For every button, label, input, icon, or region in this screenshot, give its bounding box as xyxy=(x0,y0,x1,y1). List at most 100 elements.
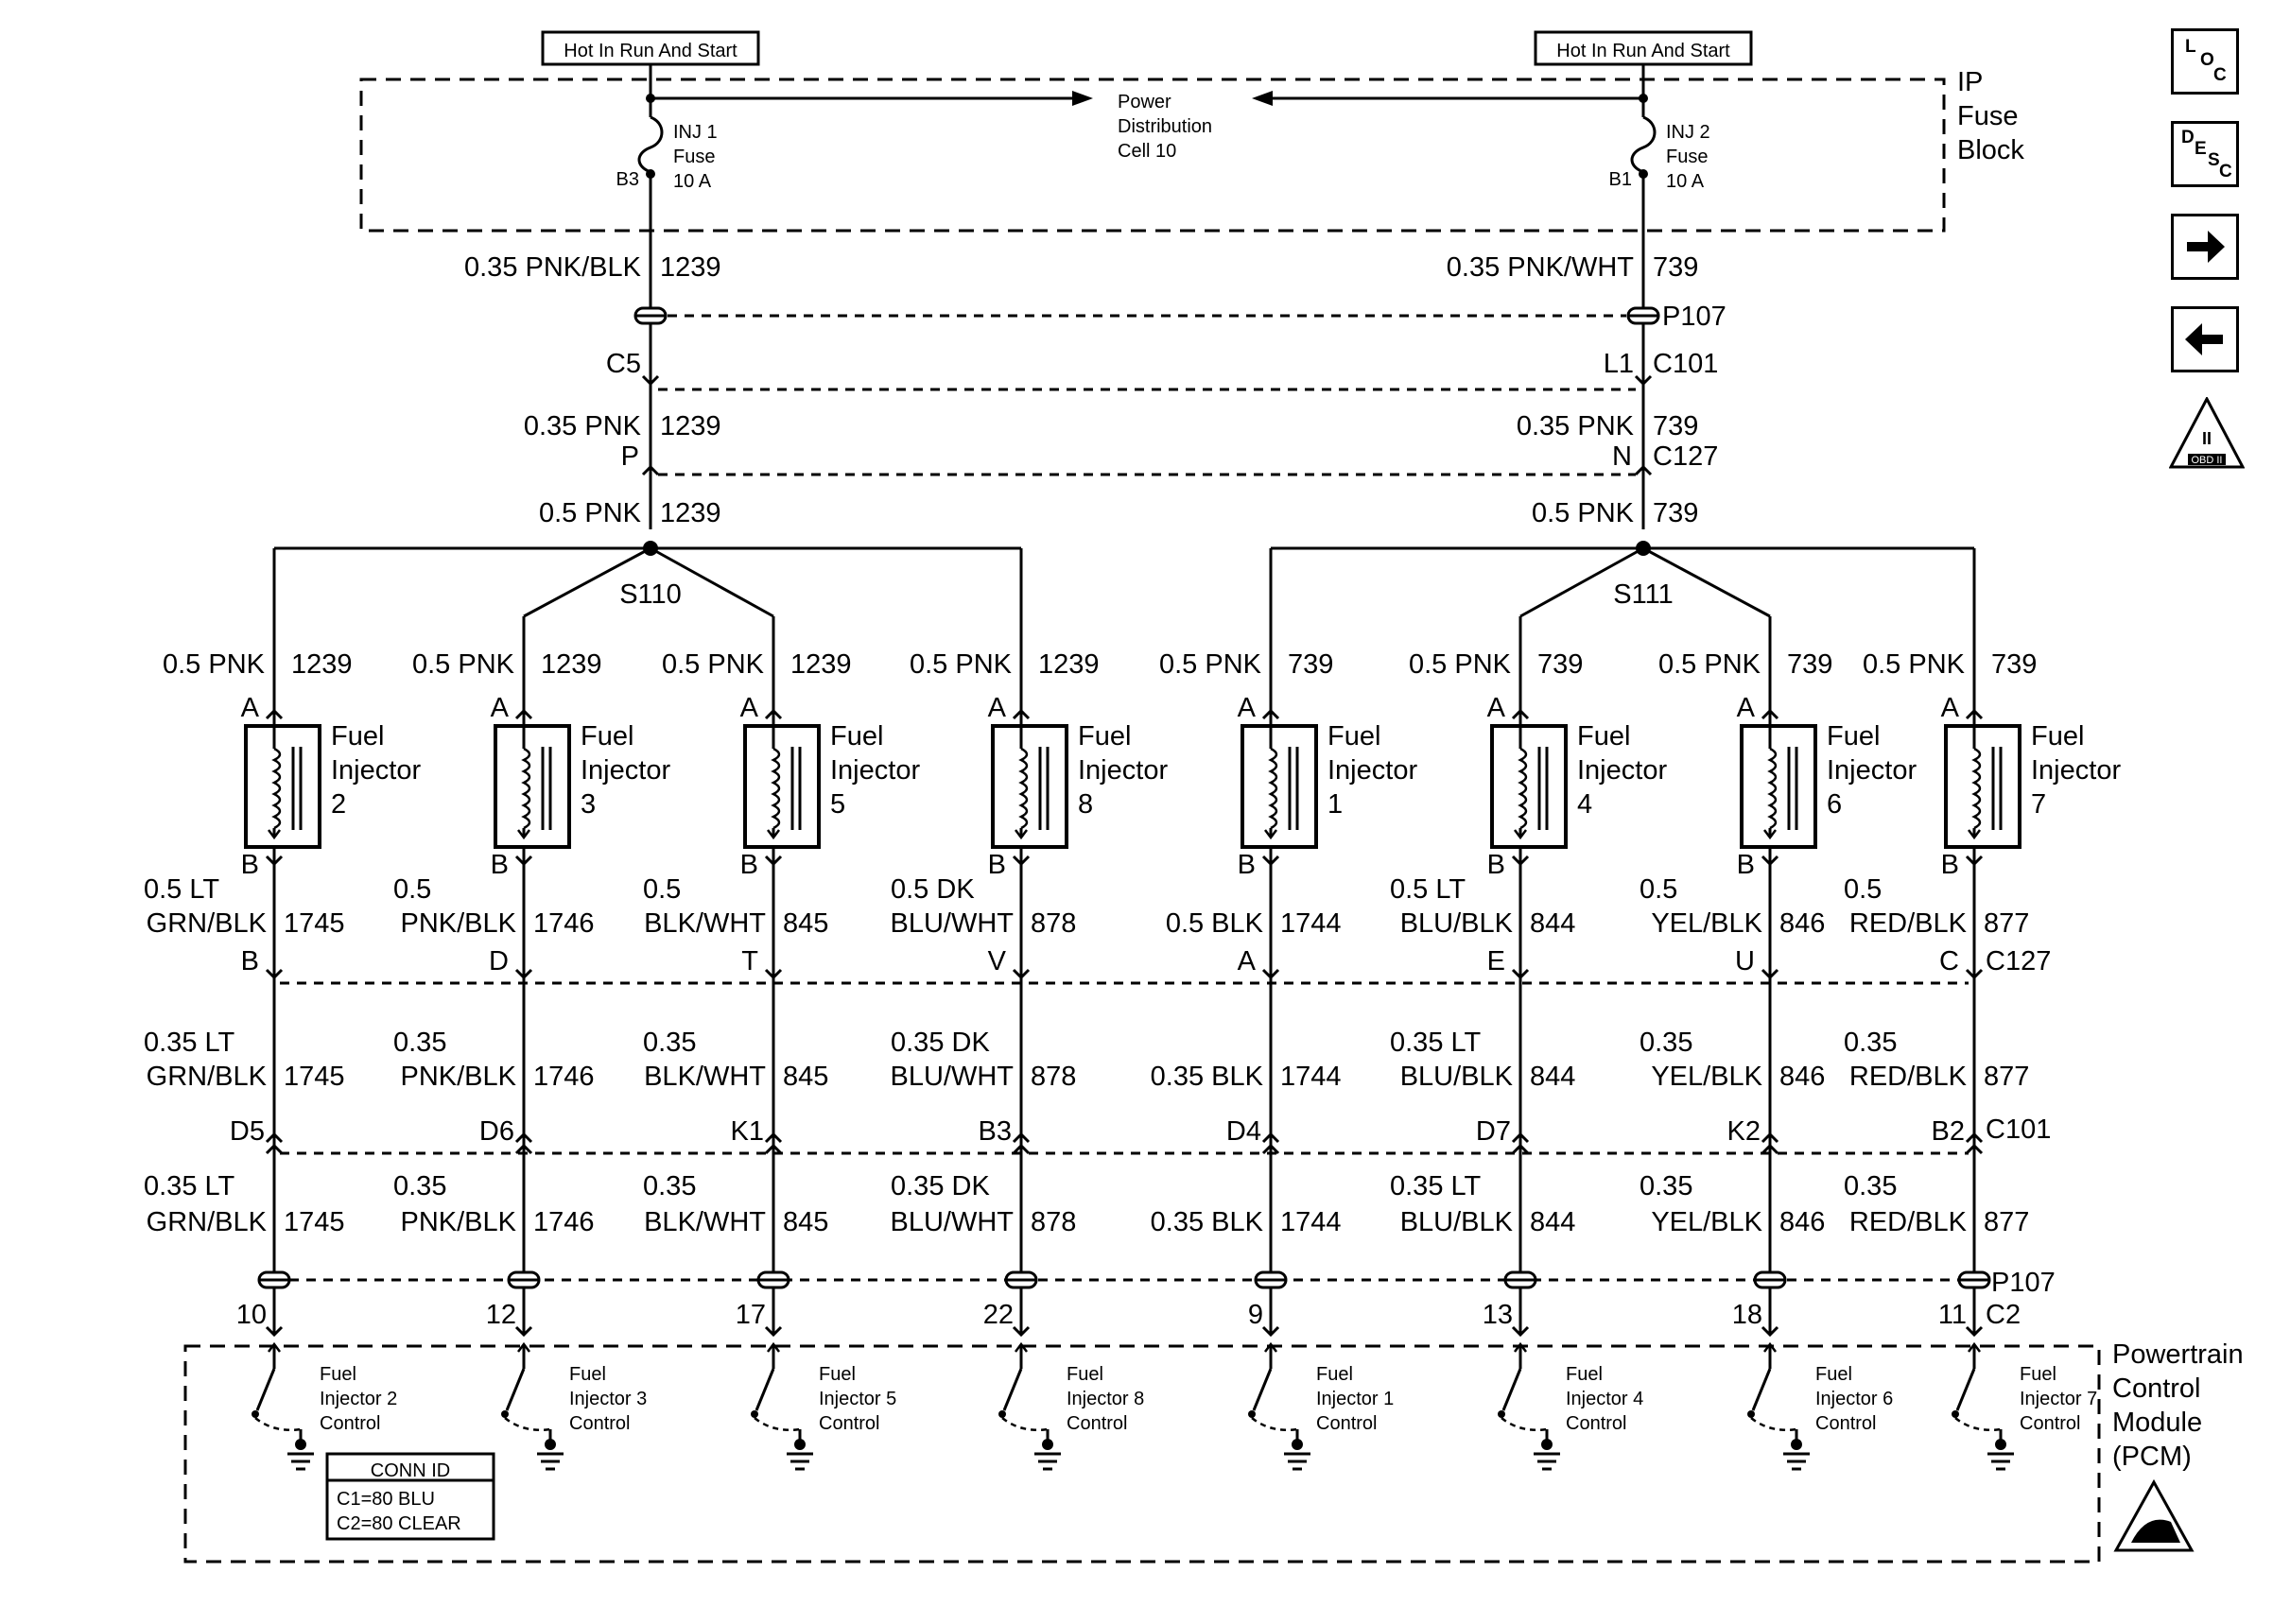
injector-pin-b: B xyxy=(1941,850,1959,880)
injector-pin-a: A xyxy=(1941,693,1960,723)
switch-blade xyxy=(505,1368,526,1411)
injector-control-label: Control xyxy=(2020,1413,2080,1434)
c127-pin: A xyxy=(1238,946,1257,976)
inj1-fuse-label: INJ 1 xyxy=(673,122,718,143)
injector-pin-a: A xyxy=(491,693,510,723)
wire3-color: BLU/BLK xyxy=(1400,1207,1514,1237)
injector-feed-circuit: 739 xyxy=(1787,649,1832,680)
solenoid-coil-icon xyxy=(1018,747,1029,830)
ip-fuse-block-outline xyxy=(359,78,1946,233)
fuel-injector-label: 2 xyxy=(331,789,346,820)
wire1-gauge: 0.5 LT xyxy=(1390,874,1466,905)
fuel-injector-label: Injector xyxy=(1577,755,1667,786)
splice-branch xyxy=(523,546,651,618)
wire2-circuit: 845 xyxy=(783,1062,828,1092)
fuel-injector-label: Fuel xyxy=(1577,721,1630,752)
injector-control-label: Fuel xyxy=(1815,1364,1852,1385)
feed-left-wire3: 0.5 PNK xyxy=(539,498,642,528)
description-button[interactable]: D E S C xyxy=(2171,121,2239,187)
wire1-circuit: 1746 xyxy=(533,908,595,939)
wire3-circuit: 846 xyxy=(1779,1207,1825,1237)
next-page-button[interactable] xyxy=(2171,214,2239,280)
c101-connector-right xyxy=(1634,374,1653,387)
fuse-pin-b1: B1 xyxy=(1609,169,1632,190)
injector-control-label: Fuel xyxy=(2020,1364,2056,1385)
wire2-gauge: 0.35 xyxy=(393,1028,446,1058)
c127-pin: T xyxy=(741,946,758,976)
switch-blade xyxy=(755,1368,775,1411)
fuel-injector-body xyxy=(991,724,1068,849)
wire3-circuit: 877 xyxy=(1984,1207,2029,1237)
wire2-gauge: 0.35 xyxy=(1640,1028,1692,1058)
pcm-pin: 18 xyxy=(1732,1300,1762,1330)
injector-feed-wire: 0.5 PNK xyxy=(910,649,1013,680)
splice-s110-label: S110 xyxy=(619,579,682,610)
ip-fuse-block-label: IP xyxy=(1957,67,1983,97)
solenoid-coil-icon xyxy=(1518,747,1528,830)
injector-control-label: Injector 5 xyxy=(819,1389,896,1409)
desc-letter-s: S xyxy=(2208,150,2220,170)
obd-ii-button[interactable]: II OBD II xyxy=(2168,395,2246,469)
wire3-gauge: 0.35 xyxy=(393,1171,446,1201)
feed-right-wire3: 0.5 PNK xyxy=(1532,498,1635,528)
wire3-color: BLK/WHT xyxy=(644,1207,766,1237)
c101-pin: D5 xyxy=(230,1116,265,1147)
wire3-gauge: 0.35 DK xyxy=(891,1171,990,1201)
fuel-injector-label: Injector xyxy=(1078,755,1168,786)
c127-pin: B xyxy=(241,946,259,976)
injector-feed-circuit: 739 xyxy=(1991,649,2037,680)
injector-feed-wire: 0.5 PNK xyxy=(1159,649,1262,680)
splice-branch xyxy=(650,546,774,618)
wire3-color: GRN/BLK xyxy=(147,1207,268,1237)
injector-control-label: Injector 1 xyxy=(1316,1389,1394,1409)
previous-page-button[interactable] xyxy=(2171,306,2239,372)
feed-left-wire1: 0.35 PNK/BLK xyxy=(464,252,642,283)
wire2-gauge: 0.35 LT xyxy=(144,1028,234,1058)
injector-control-label: Fuel xyxy=(569,1364,606,1385)
c101-pin-l1: L1 xyxy=(1604,349,1634,379)
conn-id-c2: C2=80 CLEAR xyxy=(337,1513,461,1534)
wire2-gauge: 0.35 LT xyxy=(1390,1028,1481,1058)
fuel-injector-body xyxy=(1944,724,2021,849)
wire1-circuit: 844 xyxy=(1530,908,1575,939)
c127-pin: D xyxy=(489,946,509,976)
injector-control-label: Fuel xyxy=(1067,1364,1103,1385)
c101-pin: K1 xyxy=(731,1116,764,1147)
injector-control-label: Control xyxy=(320,1413,380,1434)
desc-letter-c: C xyxy=(2219,162,2232,181)
injector-control-label: Fuel xyxy=(320,1364,356,1385)
injector-control-label: Control xyxy=(1316,1413,1377,1434)
fuel-injector-label: 5 xyxy=(830,789,845,820)
c101-pin: K2 xyxy=(1727,1116,1761,1147)
conn-id-title: CONN ID xyxy=(371,1460,450,1481)
injector-control-label: Fuel xyxy=(1316,1364,1353,1385)
switch-blade xyxy=(255,1368,276,1411)
svg-text:II: II xyxy=(2202,429,2212,448)
pcm-title: Control xyxy=(2112,1373,2201,1404)
wire1-gauge: 0.5 xyxy=(643,874,681,905)
wire2-color: GRN/BLK xyxy=(147,1062,268,1092)
location-button[interactable]: L O C xyxy=(2171,28,2239,95)
wire2-circuit: 1746 xyxy=(533,1062,595,1092)
c127-pin: E xyxy=(1487,946,1505,976)
ip-fuse-block-label: Block xyxy=(1957,135,2024,165)
fuel-injector-label: Fuel xyxy=(1078,721,1131,752)
conn-id-c1: C1=80 BLU xyxy=(337,1489,435,1510)
obd-ii-icon: II OBD II xyxy=(2168,395,2246,469)
injector-pin-b: B xyxy=(988,850,1006,880)
c127-connector-left xyxy=(641,464,660,476)
pcm-pin: 11 xyxy=(1938,1300,1967,1330)
injector-pin-b: B xyxy=(241,850,259,880)
injector-feed-circuit: 1239 xyxy=(291,649,353,680)
c127-pin-p: P xyxy=(621,441,639,472)
fuel-injector-label: Injector xyxy=(830,755,920,786)
c101-pin: B2 xyxy=(1932,1116,1965,1147)
wire2-circuit: 1745 xyxy=(284,1062,345,1092)
wire1-gauge: 0.5 DK xyxy=(891,874,975,905)
injector-feed-wire: 0.5 PNK xyxy=(662,649,765,680)
c101-label-row: C101 xyxy=(1986,1114,2051,1145)
loc-letter-o: O xyxy=(2200,50,2214,70)
switch-dashed-return xyxy=(1750,1417,1797,1431)
